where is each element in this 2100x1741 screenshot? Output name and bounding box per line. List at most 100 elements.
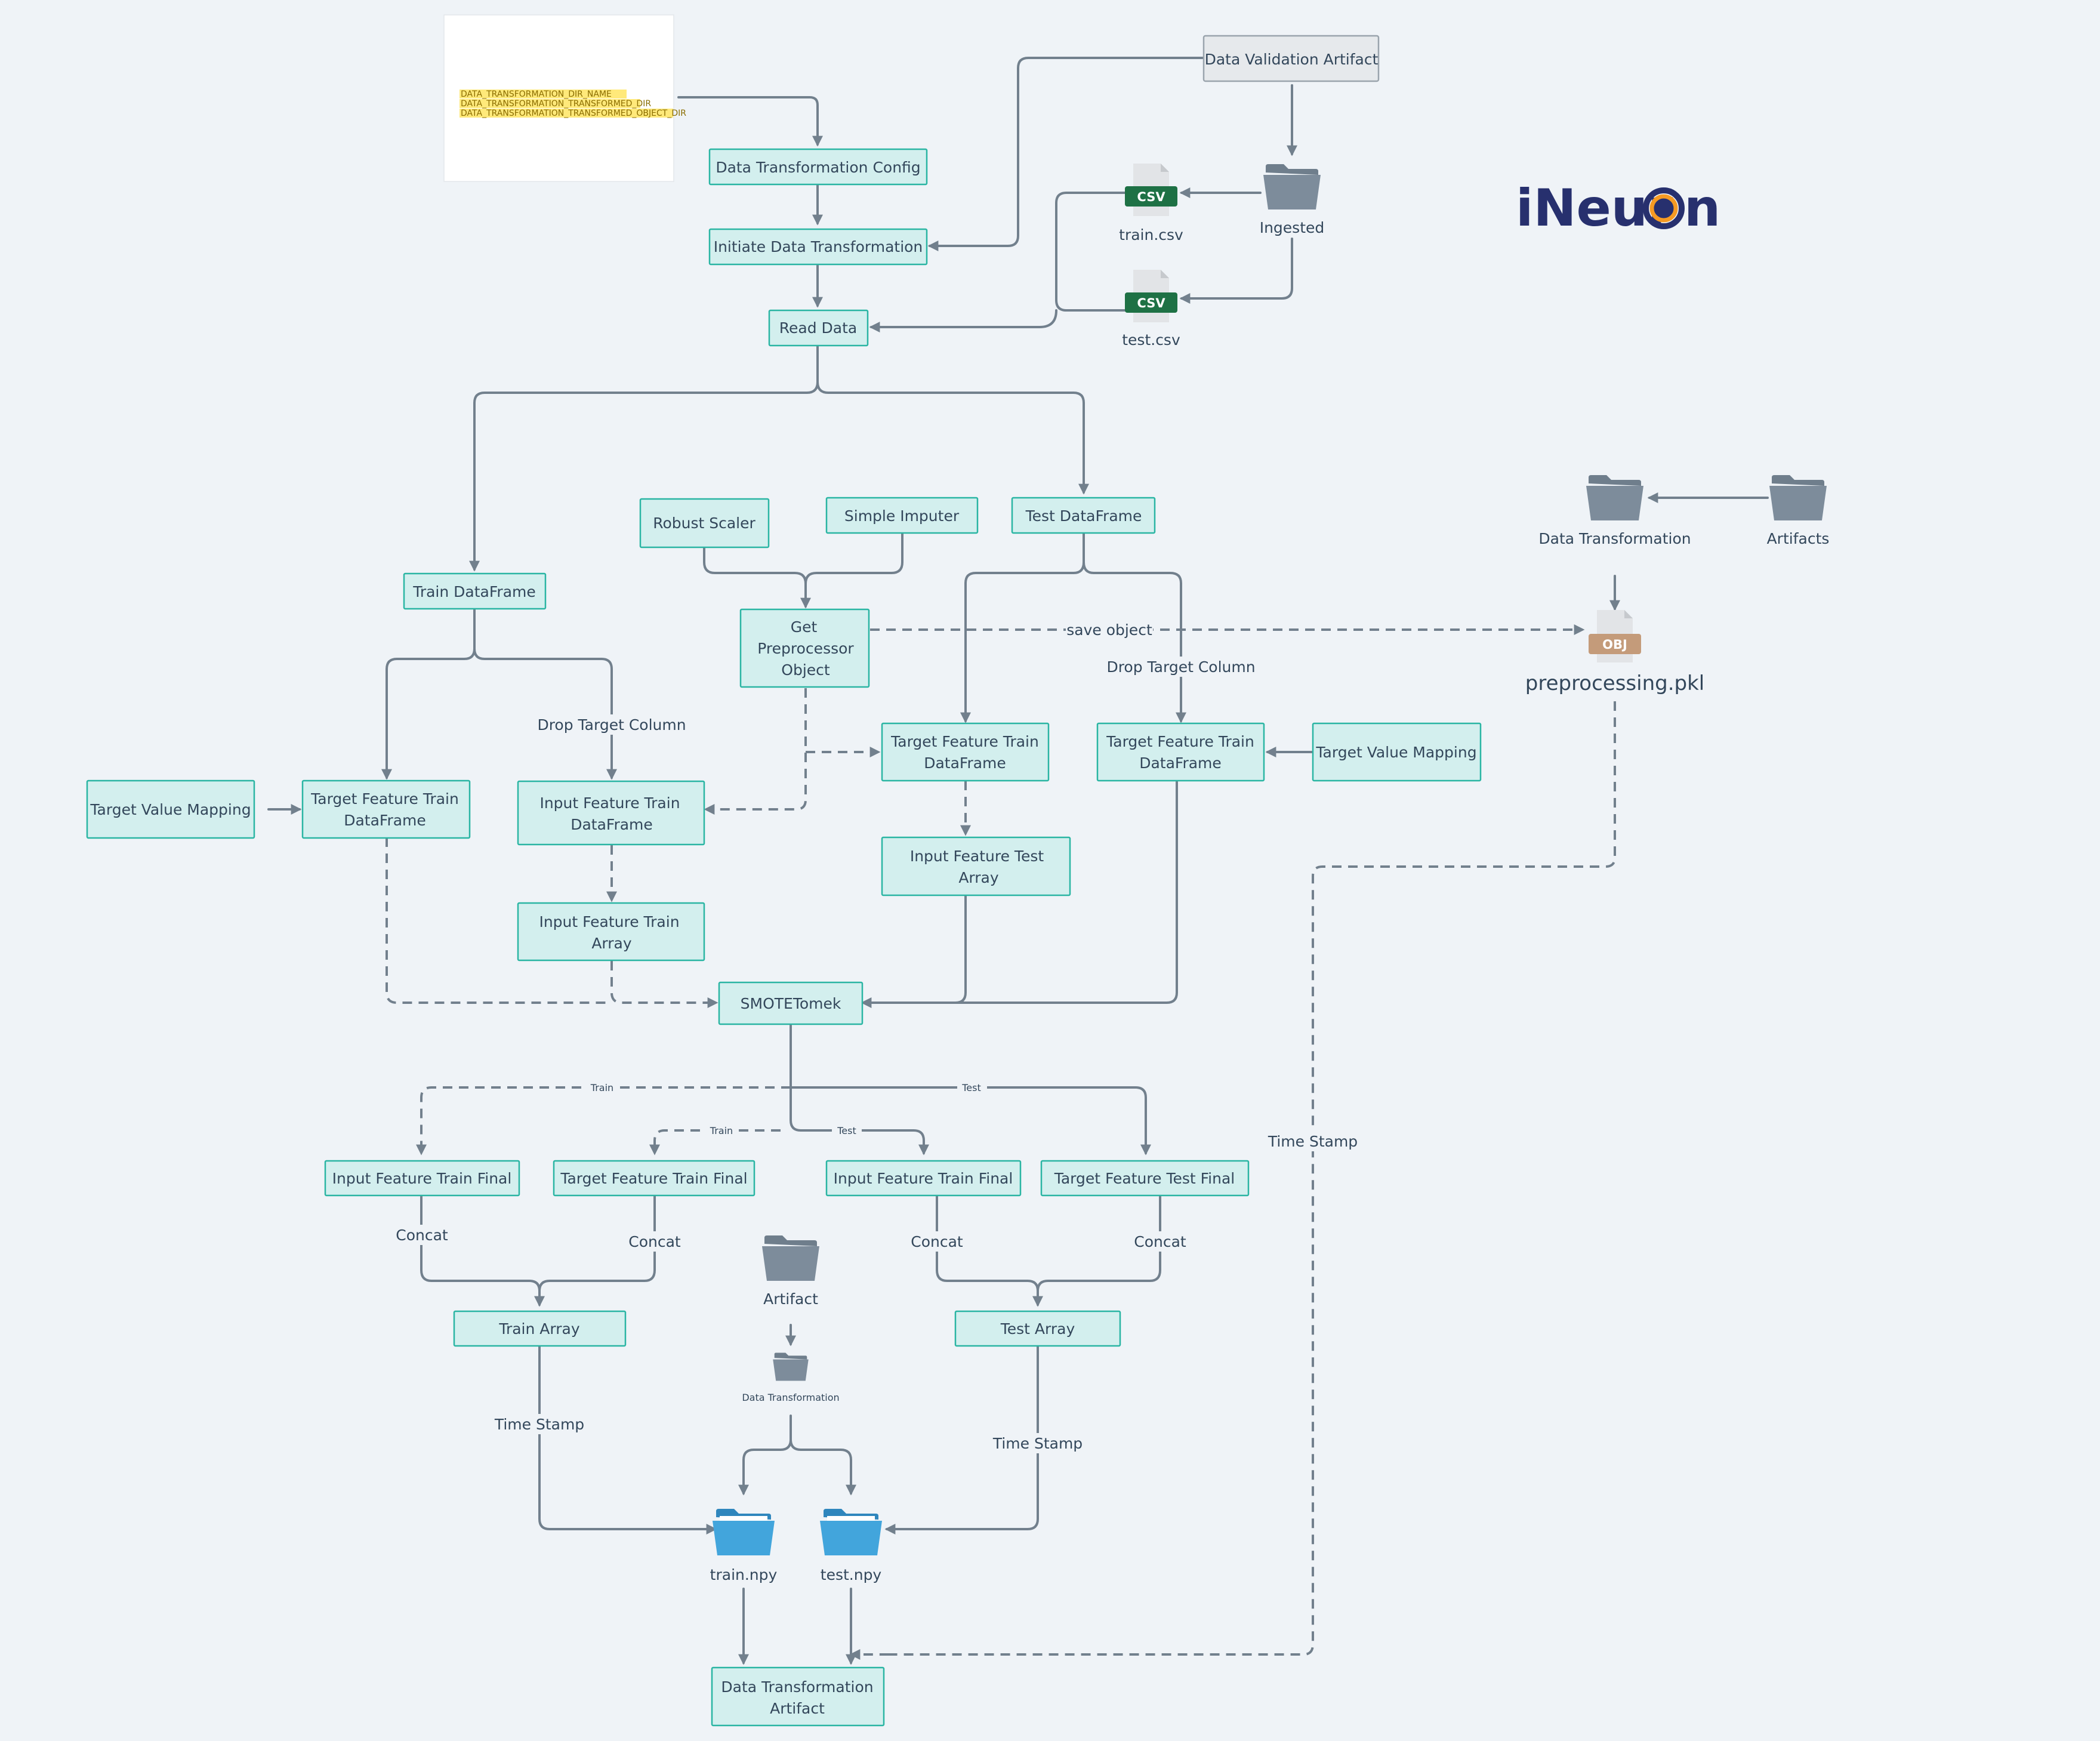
csv-badge: CSV — [1137, 296, 1165, 310]
node-label-line-2: DataFrame — [571, 816, 653, 833]
concat-label-2: Concat — [628, 1233, 681, 1250]
node-label: Train Array — [498, 1320, 579, 1338]
robust-scaler-node[interactable]: Robust Scaler — [639, 498, 770, 549]
preprocessing-pkl-label: preprocessing.pkl — [1525, 671, 1705, 695]
node-label-line-1: Get — [791, 618, 818, 636]
node-label: Input Feature Train Final — [332, 1170, 512, 1187]
node-label: Data Transformation Config — [716, 159, 920, 176]
preprocessing-pkl-file-icon[interactable]: OBJ — [1589, 610, 1641, 662]
logo-text-prefix: iNeur — [1516, 178, 1673, 238]
test-edge-label-2: Test — [837, 1125, 856, 1136]
target-feature-train-df-right-node[interactable]: Target Feature Train DataFrame — [1096, 722, 1265, 782]
test-array-node[interactable]: Test Array — [954, 1310, 1121, 1347]
connectors — [267, 57, 1769, 1665]
node-label: Test Array — [1000, 1320, 1075, 1338]
node-label-line-2: Preprocessor — [757, 640, 854, 657]
test-npy-folder-icon[interactable] — [820, 1509, 882, 1555]
logo-ring-icon — [1643, 187, 1685, 229]
concat-label-3: Concat — [911, 1233, 963, 1250]
data-transformation-config-node[interactable]: Data Transformation Config — [708, 148, 928, 186]
node-label-line-2: Artifact — [770, 1700, 825, 1717]
node-label-line-1: Data Transformation — [721, 1678, 873, 1696]
artifacts-folder-label: Artifacts — [1767, 530, 1830, 547]
note-line-1: DATA_TRANSFORMATION_DIR_NAME — [461, 90, 612, 99]
artifacts-folder-icon[interactable] — [1769, 475, 1827, 520]
test-csv-label: test.csv — [1122, 331, 1180, 349]
node-label: Data Validation Artifact — [1205, 51, 1379, 68]
simple-imputer-node[interactable]: Simple Imputer — [825, 497, 979, 534]
node-label-line-1: Input Feature Train — [539, 913, 679, 930]
node-label-line-2: DataFrame — [344, 812, 426, 829]
obj-badge: OBJ — [1602, 637, 1627, 652]
logo-text-suffix: n — [1684, 178, 1720, 238]
drop-target-column-left-label: Drop Target Column — [537, 716, 686, 734]
concat-label-4: Concat — [1134, 1233, 1186, 1250]
node-label: Input Feature Train Final — [834, 1170, 1013, 1187]
input-feature-test-array-node[interactable]: Input Feature Test Array — [881, 836, 1071, 896]
node-label-line-1: Target Feature Train — [310, 790, 459, 808]
input-feature-train-final-1-node[interactable]: Input Feature Train Final — [324, 1160, 520, 1197]
artifact-folder-icon[interactable] — [762, 1235, 819, 1281]
train-npy-label: train.npy — [710, 1566, 778, 1583]
smotetomek-node[interactable]: SMOTETomek — [718, 981, 864, 1025]
node-label: Test DataFrame — [1025, 507, 1142, 525]
node-label: Target Value Mapping — [90, 801, 251, 818]
logo-core-icon — [1649, 194, 1678, 223]
test-csv-file-icon[interactable]: CSV — [1125, 270, 1177, 322]
test-edge-label-1: Test — [961, 1082, 981, 1093]
read-data-node[interactable]: Read Data — [768, 309, 869, 347]
node-label: Initiate Data Transformation — [714, 238, 923, 255]
artifact-folder-label: Artifact — [763, 1290, 818, 1308]
input-feature-train-final-2-node[interactable]: Input Feature Train Final — [825, 1160, 1022, 1197]
input-feature-train-df-node[interactable]: Input Feature Train DataFrame — [517, 780, 705, 846]
constants-note: DATA_TRANSFORMATION_DIR_NAME DATA_TRANSF… — [443, 14, 686, 182]
node-label-line-1: Target Feature Train — [1106, 733, 1254, 750]
target-feature-train-final-node[interactable]: Target Feature Train Final — [553, 1160, 755, 1197]
data-transformation-folder-icon[interactable] — [1586, 475, 1643, 520]
ingested-folder-icon[interactable] — [1263, 164, 1321, 209]
node-label-line-2: DataFrame — [1139, 754, 1222, 772]
input-feature-train-array-node[interactable]: Input Feature Train Array — [517, 902, 705, 962]
drop-target-column-right-label: Drop Target Column — [1106, 658, 1255, 676]
node-label: Target Feature Train Final — [560, 1170, 747, 1187]
time-stamp-left-label: Time Stamp — [494, 1416, 584, 1433]
data-transformation-artifact-node[interactable]: Data Transformation Artifact — [711, 1666, 885, 1727]
node-label: Target Value Mapping — [1315, 744, 1476, 761]
train-edge-label-2: Train — [710, 1125, 733, 1136]
node-label-line-1: Input Feature Test — [910, 848, 1044, 865]
csv-badge: CSV — [1137, 190, 1165, 204]
train-array-node[interactable]: Train Array — [453, 1310, 627, 1347]
data-transformation-small-folder-icon[interactable] — [773, 1352, 809, 1381]
node-label: Robust Scaler — [653, 514, 755, 532]
train-npy-folder-icon[interactable] — [713, 1509, 775, 1555]
train-csv-file-icon[interactable]: CSV — [1125, 164, 1177, 216]
target-value-mapping-left-node[interactable]: Target Value Mapping — [86, 779, 255, 839]
node-label: Simple Imputer — [844, 507, 960, 525]
data-validation-artifact-node[interactable]: Data Validation Artifact — [1202, 35, 1380, 82]
time-stamp-right-label: Time Stamp — [1268, 1133, 1358, 1150]
test-npy-label: test.npy — [821, 1566, 882, 1583]
node-label-line-1: Target Feature Train — [890, 733, 1039, 750]
target-feature-train-df-mid-node[interactable]: Target Feature Train DataFrame — [881, 722, 1050, 782]
node-label: Train DataFrame — [412, 583, 536, 600]
target-feature-test-final-node[interactable]: Target Feature Test Final — [1040, 1160, 1250, 1197]
train-dataframe-node[interactable]: Train DataFrame — [403, 572, 547, 610]
get-preprocessor-object-node[interactable]: Get Preprocessor Object — [739, 608, 870, 688]
concat-label-1: Concat — [396, 1227, 448, 1244]
train-edge-label-1: Train — [590, 1082, 613, 1093]
node-label-line-2: DataFrame — [924, 754, 1006, 772]
note-line-3: DATA_TRANSFORMATION_TRANSFORMED_OBJECT_D… — [461, 109, 686, 118]
initiate-data-transformation-node[interactable]: Initiate Data Transformation — [708, 228, 928, 266]
node-label-line-2: Array — [591, 935, 632, 952]
node-label-line-2: Array — [958, 869, 999, 886]
ineuron-logo: iNeur n — [1516, 178, 1720, 238]
time-stamp-mid-label: Time Stamp — [992, 1435, 1083, 1452]
target-feature-train-df-left-node[interactable]: Target Feature Train DataFrame — [301, 779, 471, 839]
note-line-2: DATA_TRANSFORMATION_TRANSFORMED_DIR — [461, 99, 651, 109]
target-value-mapping-right-node[interactable]: Target Value Mapping — [1312, 722, 1482, 782]
train-csv-label: train.csv — [1119, 226, 1183, 244]
data-transformation-folder-label: Data Transformation — [1538, 530, 1691, 547]
data-transformation-small-label: Data Transformation — [742, 1392, 839, 1403]
test-dataframe-node[interactable]: Test DataFrame — [1011, 497, 1156, 534]
